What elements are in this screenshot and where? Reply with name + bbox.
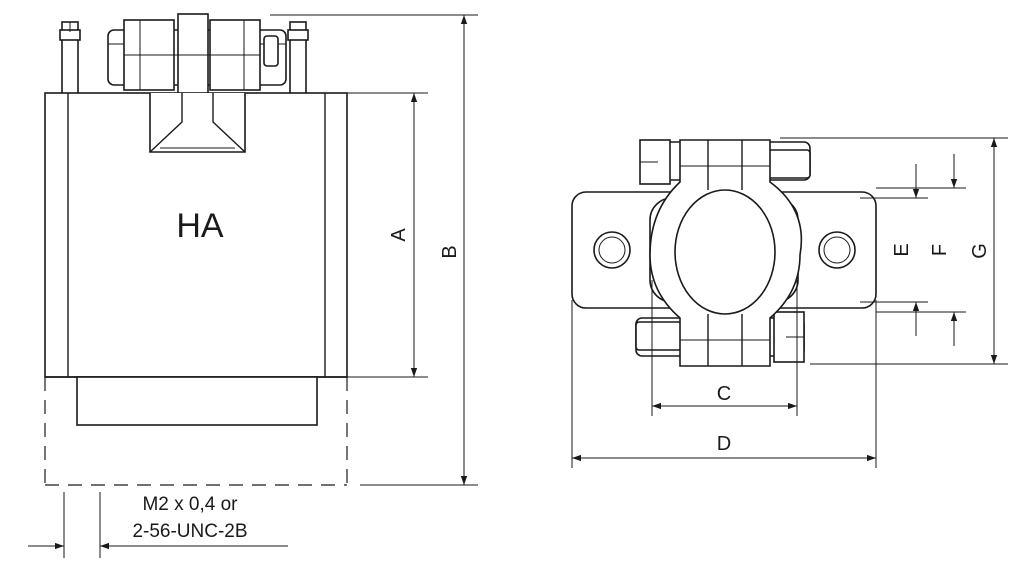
main-body	[44, 92, 348, 378]
dimension-d-label: D	[717, 433, 731, 455]
dimension-a-label: A	[388, 228, 410, 242]
dimension-b-label: B	[439, 245, 461, 258]
top-screw-right	[287, 21, 309, 95]
left-side-view: HA A B M2 x 0,4 or 2-56-UNC-2B	[28, 13, 478, 558]
part-label-ha: HA	[176, 207, 224, 245]
thread-callout: M2 x 0,4 or 2-56-UNC-2B	[28, 492, 288, 558]
dimension-d: D	[571, 300, 877, 468]
dashed-envelope	[44, 377, 348, 486]
dimension-e-label: E	[891, 243, 913, 256]
right-top-view: C D E F G	[571, 137, 1008, 468]
dimension-e: E	[860, 164, 928, 336]
dimension-f-label: F	[929, 244, 951, 256]
dimension-g-label: G	[969, 243, 991, 259]
dimension-f: F	[876, 154, 966, 346]
top-screw-left	[59, 21, 81, 95]
dimension-g: G	[780, 137, 1008, 365]
thread-note-line1: M2 x 0,4 or	[142, 494, 238, 515]
dimension-c: C	[651, 280, 798, 416]
dimension-a: A	[347, 92, 428, 378]
bottom-insert	[76, 376, 318, 426]
clamp-assembly	[107, 13, 287, 95]
clamp-ring	[649, 139, 803, 367]
dimension-c-label: C	[717, 383, 731, 405]
dimension-b: B	[270, 14, 478, 486]
thread-note-line2: 2-56-UNC-2B	[132, 521, 247, 542]
